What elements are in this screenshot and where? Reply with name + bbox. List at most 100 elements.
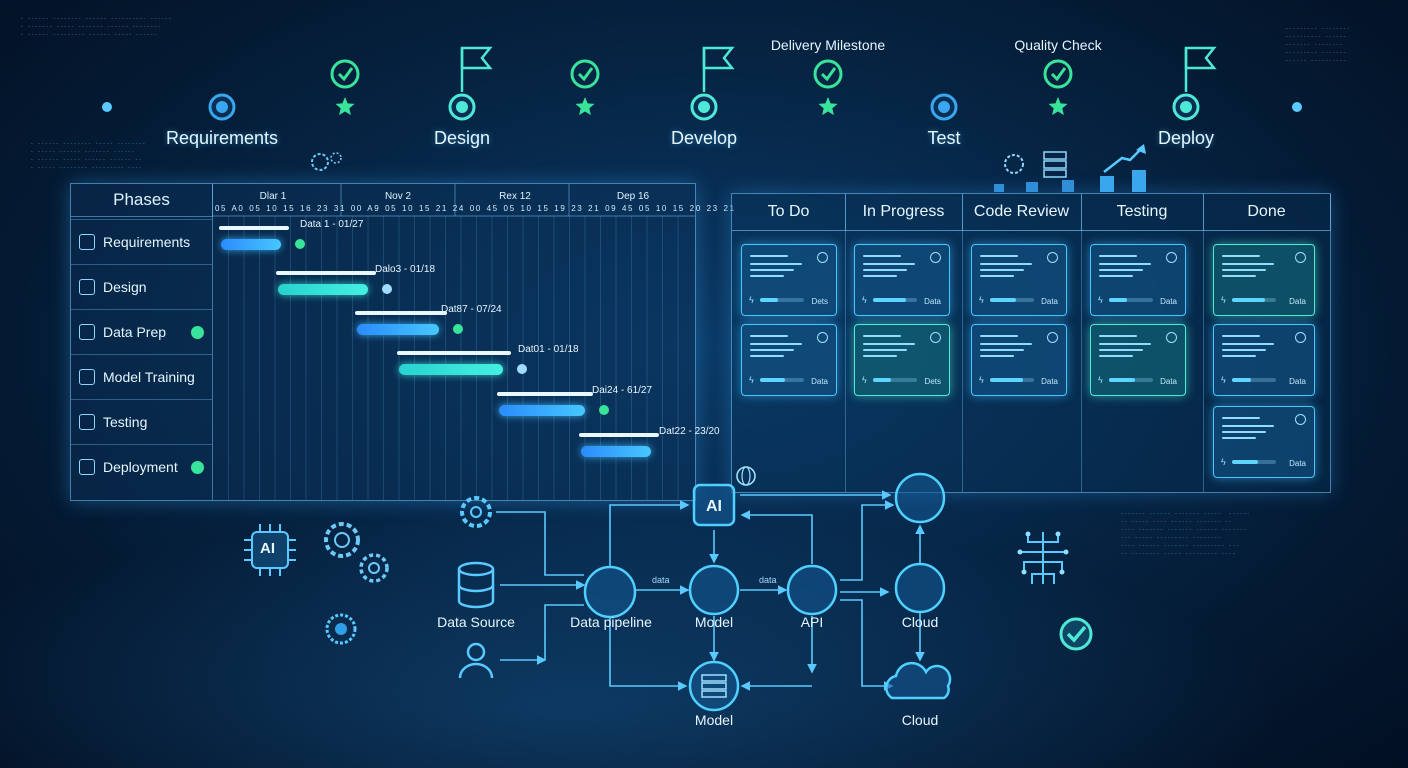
gantt-phase-row[interactable]: Deployment [71, 444, 212, 489]
status-dot-icon [517, 364, 527, 374]
user-icon[interactable] [458, 642, 494, 679]
gantt-phase-row[interactable]: Requirements [71, 219, 212, 264]
gantt-phase-row[interactable]: Design [71, 264, 212, 309]
card-text-line [1222, 431, 1266, 433]
gear-cluster-icon [311, 152, 342, 171]
server-node[interactable] [688, 660, 740, 712]
card-progress-bar [873, 378, 917, 382]
gantt-task-bar[interactable] [399, 364, 503, 375]
card-text-line [863, 355, 897, 357]
bg-code-left: - ------ -------- ----- -------- - -----… [30, 140, 146, 171]
flag-icon [1184, 46, 1217, 92]
card-meta-label: Data [1289, 459, 1306, 468]
kanban-column-header[interactable]: To Do [732, 194, 846, 231]
card-meta-label: Data [1041, 377, 1058, 386]
card-progress-bar [1109, 378, 1153, 382]
card-text-line [1099, 269, 1143, 271]
card-text-line [980, 349, 1024, 351]
card-text-line [750, 269, 794, 271]
gantt-phase-row[interactable]: Testing [71, 399, 212, 444]
data-pipeline-node[interactable] [583, 565, 637, 619]
card-text-line [1099, 355, 1133, 357]
gantt-task-bar[interactable] [499, 405, 585, 416]
data-pipeline-label: Data pipeline [570, 614, 652, 630]
gantt-task-bar[interactable] [357, 324, 439, 335]
card-type-icon [930, 332, 941, 343]
milestone-label: Quality Check [1014, 37, 1102, 53]
data-source-label: Data Source [437, 614, 515, 630]
gantt-task-bar[interactable] [221, 239, 281, 250]
card-text-line [863, 275, 897, 277]
cloud-node[interactable] [894, 562, 946, 614]
timeline-markers [208, 46, 1217, 121]
card-text-line [1099, 349, 1143, 351]
cloud-bottom-node[interactable] [885, 661, 952, 700]
gantt-bar-bracket [579, 433, 659, 437]
gantt-task-bar[interactable] [581, 446, 651, 457]
card-text-line [1222, 335, 1260, 337]
card-text-line [863, 255, 901, 257]
card-meta-label: Data [1041, 297, 1058, 306]
database-icon[interactable] [457, 561, 495, 609]
gantt-bar-bracket [497, 392, 593, 396]
kanban-divider [962, 194, 963, 492]
gantt-phase-row[interactable]: Model Training [71, 354, 212, 399]
timeline-stage-label: Test [927, 128, 961, 148]
card-text-line [1099, 275, 1133, 277]
card-text-line [1222, 355, 1256, 357]
star-icon [818, 97, 838, 116]
bolt-icon: ϟ [1098, 295, 1103, 305]
svg-text:AI: AI [706, 498, 722, 515]
gantt-task-bar[interactable] [278, 284, 368, 295]
kanban-column-header[interactable]: Testing [1081, 194, 1204, 231]
card-meta-label: Dets [924, 377, 941, 386]
flag-icon [702, 46, 735, 92]
status-dot-icon [295, 239, 305, 249]
api-node[interactable] [786, 564, 838, 616]
card-text-line [980, 275, 1014, 277]
card-text-line [1222, 349, 1266, 351]
card-progress-bar [873, 298, 917, 302]
ai-chip-left-icon [244, 524, 296, 576]
gantt-bar-label: Dalo3 - 01/18 [375, 264, 436, 275]
ai-chip-left-label: AI [260, 540, 275, 557]
card-text-line [1222, 255, 1260, 257]
gantt-phase-row[interactable]: Data Prep [71, 309, 212, 354]
kanban-column-header[interactable]: Done [1203, 194, 1331, 231]
star-icon [1048, 97, 1068, 116]
gears-left-icon [324, 522, 389, 583]
star-icon [335, 97, 355, 116]
brain-node[interactable] [894, 472, 946, 524]
card-text-line [1099, 263, 1151, 265]
card-meta-label: Data [924, 297, 941, 306]
kanban-column-header[interactable]: In Progress [845, 194, 963, 231]
gantt-bar-label: Dat22 - 23/20 [659, 426, 720, 437]
gantt-phase-header: Phases [71, 184, 213, 217]
card-text-line [1222, 417, 1260, 419]
card-text-line [1222, 263, 1274, 265]
card-text-line [863, 263, 915, 265]
card-progress-bar [1232, 460, 1276, 464]
model-label: Model [694, 614, 734, 630]
kanban-column-header[interactable]: Code Review [962, 194, 1082, 231]
model-node[interactable] [688, 564, 740, 616]
gantt-phase-label: Requirements [103, 234, 191, 250]
card-type-icon [1047, 332, 1058, 343]
card-progress-bar [760, 298, 804, 302]
status-dot-icon [382, 284, 392, 294]
gantt-bar-bracket [397, 351, 511, 355]
ai-chip-node[interactable]: AI [692, 483, 736, 527]
